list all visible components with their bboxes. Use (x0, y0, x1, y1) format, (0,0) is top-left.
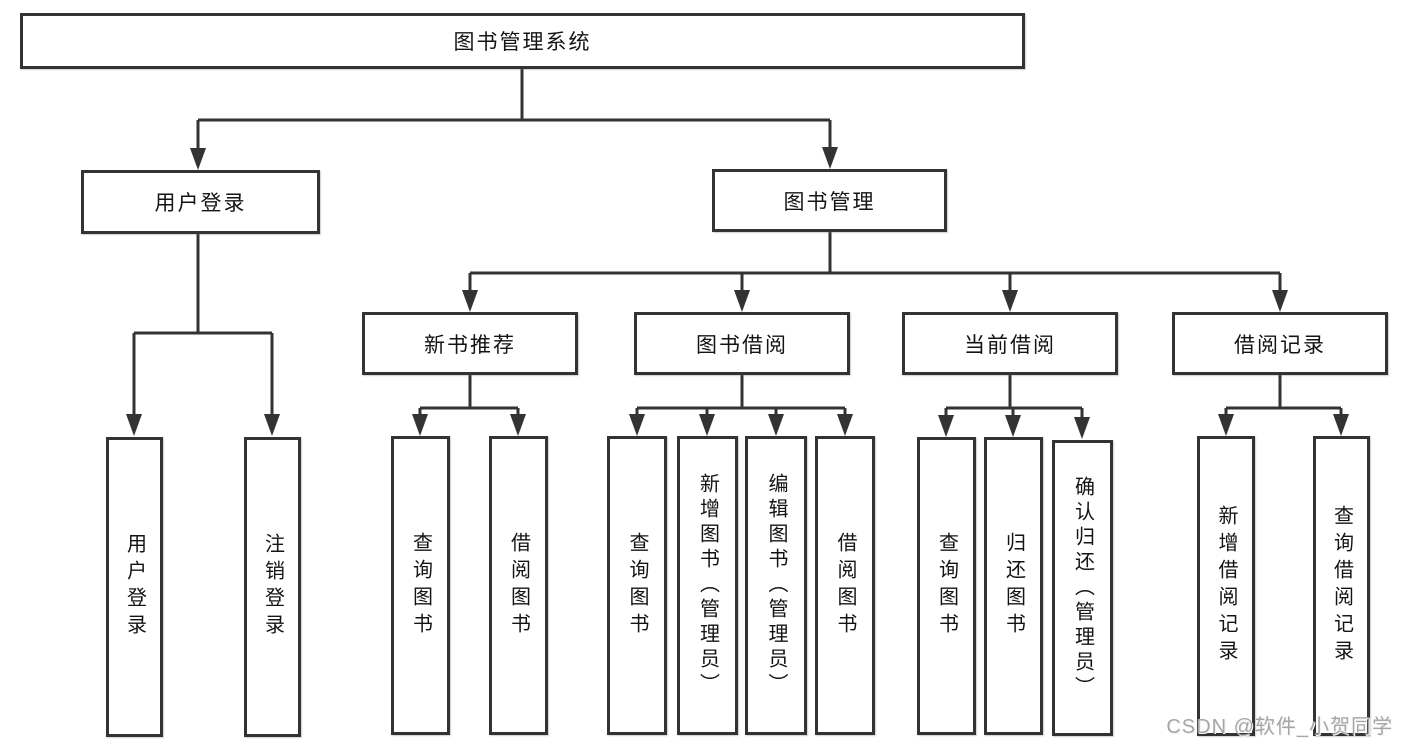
node-current-borrow-label: 当前借阅 (964, 333, 1056, 357)
leaf-edit-books-admin-label: 编辑图书（管理员） (765, 473, 787, 698)
leaf-confirm-return-admin: 确认归还（管理员） (1052, 440, 1113, 736)
node-root: 图书管理系统 (20, 13, 1025, 69)
leaf-add-borrow-record-label: 新增借阅记录 (1215, 505, 1237, 667)
leaf-add-books-admin: 新增图书（管理员） (677, 436, 738, 735)
leaf-edit-books-admin: 编辑图书（管理员） (745, 436, 807, 735)
leaf-borrow-books-2-label: 借阅图书 (834, 531, 856, 640)
leaf-return-books: 归还图书 (984, 437, 1043, 735)
leaf-confirm-return-admin-label: 确认归还（管理员） (1071, 475, 1094, 701)
leaf-query-books-2-label: 查询图书 (626, 531, 648, 640)
leaf-query-books-3: 查询图书 (917, 437, 976, 735)
node-book-borrow: 图书借阅 (634, 312, 850, 375)
leaf-logout-label: 注销登录 (261, 533, 284, 641)
node-book-management: 图书管理 (712, 169, 947, 232)
leaf-borrow-books-1: 借阅图书 (489, 436, 548, 735)
node-book-borrow-label: 图书借阅 (696, 333, 788, 357)
leaf-query-borrow-record-label: 查询借阅记录 (1330, 505, 1353, 667)
arrowheads (126, 147, 1349, 439)
leaf-add-books-admin-label: 新增图书（管理员） (696, 473, 719, 698)
leaf-logout: 注销登录 (244, 437, 301, 737)
leaf-add-borrow-record: 新增借阅记录 (1197, 436, 1255, 736)
leaf-return-books-label: 归还图书 (1002, 532, 1025, 640)
leaf-query-books-1-label: 查询图书 (409, 531, 432, 640)
leaf-user-login-label: 用户登录 (123, 533, 146, 641)
node-root-label: 图书管理系统 (453, 31, 592, 54)
node-user-login: 用户登录 (81, 170, 320, 234)
node-new-book-recommend: 新书推荐 (362, 312, 578, 375)
leaf-user-login: 用户登录 (106, 437, 163, 737)
leaf-borrow-books-2: 借阅图书 (815, 436, 875, 735)
node-current-borrow: 当前借阅 (902, 312, 1118, 375)
leaf-query-borrow-record: 查询借阅记录 (1313, 436, 1370, 736)
node-user-login-label: 用户登录 (154, 192, 247, 215)
node-borrow-records: 借阅记录 (1172, 312, 1388, 375)
node-book-management-label: 图书管理 (783, 190, 876, 214)
leaf-query-books-1: 查询图书 (391, 436, 450, 735)
csdn-watermark: CSDN @软件_小贺同学 (1166, 716, 1393, 738)
leaf-query-books-2: 查询图书 (607, 436, 667, 735)
leaf-query-books-3-label: 查询图书 (935, 532, 958, 640)
node-borrow-records-label: 借阅记录 (1234, 333, 1326, 357)
leaf-borrow-books-1-label: 借阅图书 (507, 531, 530, 640)
node-new-book-recommend-label: 新书推荐 (424, 333, 516, 357)
